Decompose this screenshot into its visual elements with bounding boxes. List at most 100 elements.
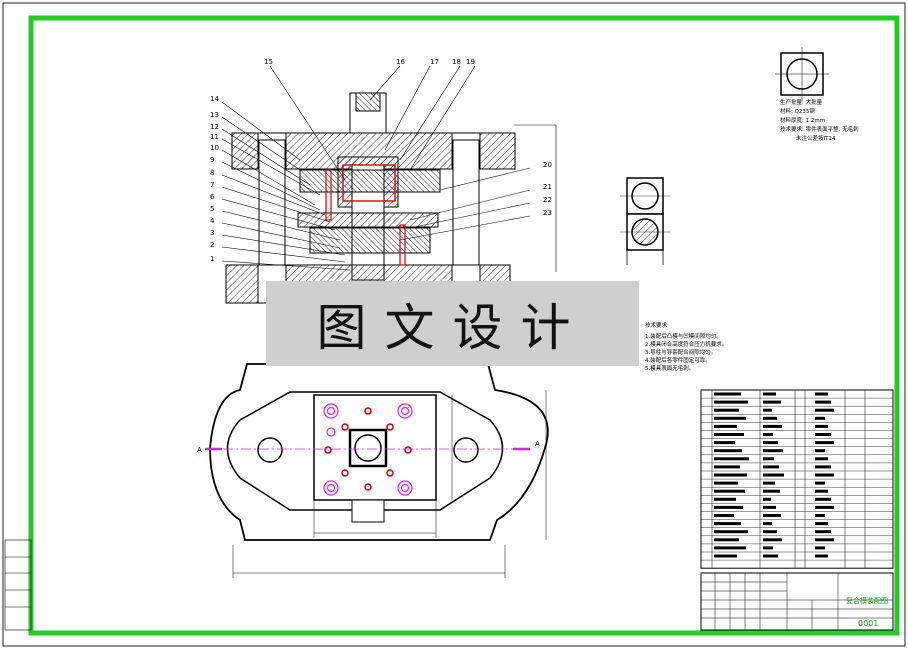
parts-list-cell-text	[815, 449, 825, 453]
part-label: 8	[210, 169, 214, 177]
parts-list-cell-text	[763, 449, 783, 453]
parts-list-cell-text	[815, 416, 825, 420]
parts-list-cell-text	[763, 497, 771, 501]
parts-list-cell-text	[815, 465, 831, 469]
part-label: 1	[210, 255, 214, 263]
parts-list-cell-text	[815, 554, 828, 558]
parts-list-cell-text	[815, 392, 828, 396]
parts-list-cell-text	[815, 400, 831, 404]
parts-list-cell-text	[714, 522, 741, 526]
section-view: 14 13 12 11 10 9 8 7 6 5 4 3 2 1 15 16 1…	[210, 58, 557, 304]
tech-requirement-item: 4.装配后各零件固定可靠。	[645, 356, 711, 364]
parts-list-cell-text	[763, 465, 779, 469]
parts-list-cell-text	[815, 530, 831, 534]
parts-list-cell-text	[714, 554, 737, 558]
tech-requirement-item: 3.导柱与导套配合间隙均匀。	[645, 348, 716, 356]
parts-list-cell-text	[763, 416, 777, 420]
parts-list-cell-text	[714, 481, 738, 485]
parts-list-cell-text	[714, 424, 737, 428]
parts-list-cell-text	[714, 449, 742, 453]
title-block: 复合模装配图 0001	[700, 572, 894, 631]
tech-requirements-title: 技术要求	[645, 321, 668, 329]
parts-list-cell-text	[714, 505, 743, 509]
parts-list-cell-text	[763, 522, 772, 526]
parts-list-cell-text	[815, 441, 834, 445]
part-label: 16	[396, 58, 405, 66]
parts-list-cell-text	[714, 473, 747, 477]
parts-list-cell-text	[763, 457, 774, 461]
parts-list-cell-text	[714, 489, 745, 493]
parts-list	[700, 389, 894, 569]
tech-requirement-item: 5.模具表面无毛刺。	[645, 364, 694, 372]
parts-list-cell-text	[815, 505, 834, 509]
parts-list-cell-text	[763, 505, 776, 509]
tech-requirement-item: 2.模具闭合高度符合压力机要求。	[645, 340, 727, 348]
parts-list-cell-text	[763, 424, 782, 428]
parts-list-cell-text	[763, 392, 776, 396]
part-label: 14	[210, 95, 219, 103]
section-marker-right: A	[535, 440, 540, 448]
part-label: 9	[210, 156, 214, 164]
part-label: 5	[210, 205, 214, 213]
parts-list-cell-text	[763, 433, 773, 436]
strip-layout-view	[620, 177, 670, 265]
parts-list-cell-text	[815, 408, 834, 412]
parts-list-cell-text	[815, 457, 828, 461]
material-note-line: 生产批量: 大批量	[780, 98, 823, 106]
part-label: 7	[210, 181, 214, 189]
watermark-text: 图文设计	[316, 298, 589, 357]
tech-requirements: 技术要求 1.装配后凸模与凹模间隙均匀。 2.模具闭合高度符合压力机要求。 3.…	[645, 321, 727, 372]
parts-list-cell-text	[815, 522, 828, 526]
parts-list-cell-text	[763, 546, 773, 550]
parts-list-cell-text	[763, 554, 778, 558]
parts-list-cell-text	[714, 433, 744, 436]
parts-list-cell-text	[714, 546, 746, 550]
parts-list-cell-text	[714, 457, 749, 461]
parts-list-cell-text	[763, 473, 784, 477]
part-label: 18	[452, 58, 461, 66]
drawing-title: 复合模装配图	[846, 596, 888, 605]
part-label: 13	[210, 111, 219, 119]
part-detail-view: 生产批量: 大批量 材料: Q235钢 材料厚度: 1.2mm 技术要求: 零件…	[775, 47, 859, 142]
parts-list-cell-text	[714, 465, 740, 469]
material-note-line: 材料厚度: 1.2mm	[780, 116, 825, 124]
parts-list-cell-text	[815, 489, 828, 493]
parts-list-cell-text	[714, 441, 735, 445]
part-label: 3	[210, 229, 214, 237]
parts-list-cell-text	[763, 538, 782, 542]
parts-list-cell-text	[815, 514, 825, 517]
part-label: 15	[264, 58, 273, 66]
plan-view: A A	[197, 363, 549, 578]
left-revision-strip	[4, 539, 32, 631]
parts-list-cell-text	[815, 538, 834, 542]
part-label: 4	[210, 217, 215, 225]
parts-list-cell-text	[815, 424, 828, 428]
part-label: 12	[210, 123, 219, 131]
tech-requirement-item: 1.装配后凸模与凹模间隙均匀。	[645, 332, 722, 340]
watermark-banner: 图文设计	[266, 281, 639, 366]
parts-list-cell-text	[714, 416, 746, 420]
part-label: 6	[210, 193, 215, 201]
parts-list-cell-text	[714, 514, 734, 517]
part-label: 10	[210, 144, 219, 152]
parts-list-cell-text	[815, 546, 825, 550]
part-label: 20	[543, 161, 552, 169]
material-note-line: 技术要求: 零件表面平整, 无毛刺	[780, 125, 859, 133]
parts-list-cell-text	[763, 514, 781, 517]
parts-list-cell-text	[714, 400, 748, 404]
part-label: 11	[210, 133, 219, 141]
part-label: 21	[543, 183, 552, 191]
parts-list-cell-text	[763, 400, 781, 404]
part-label: 17	[430, 58, 439, 66]
parts-list-cell-text	[763, 530, 777, 534]
part-label: 22	[543, 196, 552, 204]
material-note-line: 材料: Q235钢	[780, 107, 815, 115]
parts-list-cell-text	[763, 408, 772, 412]
parts-list-cell-text	[714, 408, 739, 412]
part-label: 23	[543, 209, 552, 217]
part-label: 2	[210, 241, 214, 249]
part-label: 19	[466, 58, 475, 66]
parts-list-cell-text	[714, 497, 736, 501]
